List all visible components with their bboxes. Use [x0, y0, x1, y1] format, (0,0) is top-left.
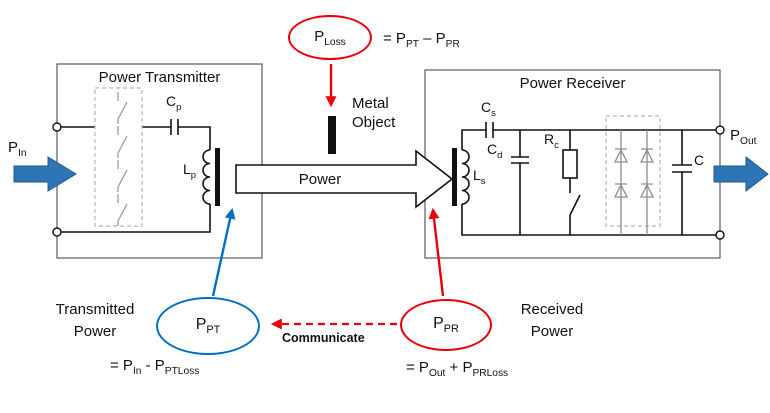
transmitter-title: Power Transmitter	[98, 69, 221, 86]
receiver-terminal-top	[715, 125, 725, 135]
cs-label: Cs	[481, 99, 496, 119]
p-loss-bubble: PLoss	[288, 15, 372, 60]
cp-label: Cp	[166, 93, 182, 113]
output-capacitor	[672, 130, 692, 235]
cs-capacitor	[485, 122, 494, 138]
p-out-arrow	[713, 155, 769, 193]
p-in-label: PIn	[8, 139, 27, 159]
receiver-title: Power Receiver	[519, 75, 626, 92]
transmitter-terminal-bottom	[52, 227, 62, 237]
communicate-label: Communicate	[282, 331, 365, 345]
p-pt-bubble-text: PPT	[195, 315, 221, 337]
p-pr-bubble-text: PPR	[433, 314, 459, 336]
metal-object-label: Metal Object	[352, 95, 396, 131]
c-label: C	[694, 152, 705, 168]
lp-coil	[202, 148, 220, 206]
inverter-switch-icons	[117, 92, 128, 226]
lp-label: Lp	[183, 161, 197, 181]
p-loss-equation: = PPT – PPR	[383, 30, 460, 50]
transmitter-circuit	[61, 119, 220, 233]
rc-label: Rc	[544, 131, 559, 151]
p-pt-equation: = PIn - PPTLoss	[110, 357, 200, 377]
ls-coil	[452, 148, 470, 206]
received-power-arrow	[428, 207, 445, 297]
p-loss-bubble-text: PLoss	[314, 27, 346, 48]
p-pt-bubble: PPT	[156, 297, 260, 355]
inverter-block	[94, 87, 143, 227]
rectifier-diode-icons	[613, 130, 655, 235]
transmitter-terminal-top	[52, 122, 62, 132]
p-pr-bubble: PPR	[400, 299, 492, 351]
p-in-arrow	[13, 156, 77, 192]
transmitted-power-caption: Transmitted Power	[55, 301, 135, 340]
cd-capacitor	[511, 130, 529, 235]
p-pr-equation: = POut + PPRLoss	[406, 359, 509, 379]
receiver-box	[424, 69, 721, 259]
metal-object-bar	[328, 116, 336, 154]
receiver-circuit	[452, 122, 716, 236]
ls-label: Ls	[473, 167, 486, 187]
rc-resistor	[562, 130, 578, 193]
rectifier-block	[605, 115, 661, 235]
receiver-terminal-bottom	[715, 230, 725, 240]
load-switch	[569, 194, 581, 235]
power-flow-arrow	[235, 149, 454, 209]
transmitter-box	[56, 63, 263, 259]
received-power-caption: Received Power	[520, 301, 584, 340]
cd-label: Cd	[487, 141, 503, 161]
transmitted-power-arrow	[211, 207, 236, 297]
power-arrow-label: Power	[298, 171, 342, 188]
p-out-label: POut	[730, 127, 757, 147]
cp-capacitor	[170, 119, 179, 135]
